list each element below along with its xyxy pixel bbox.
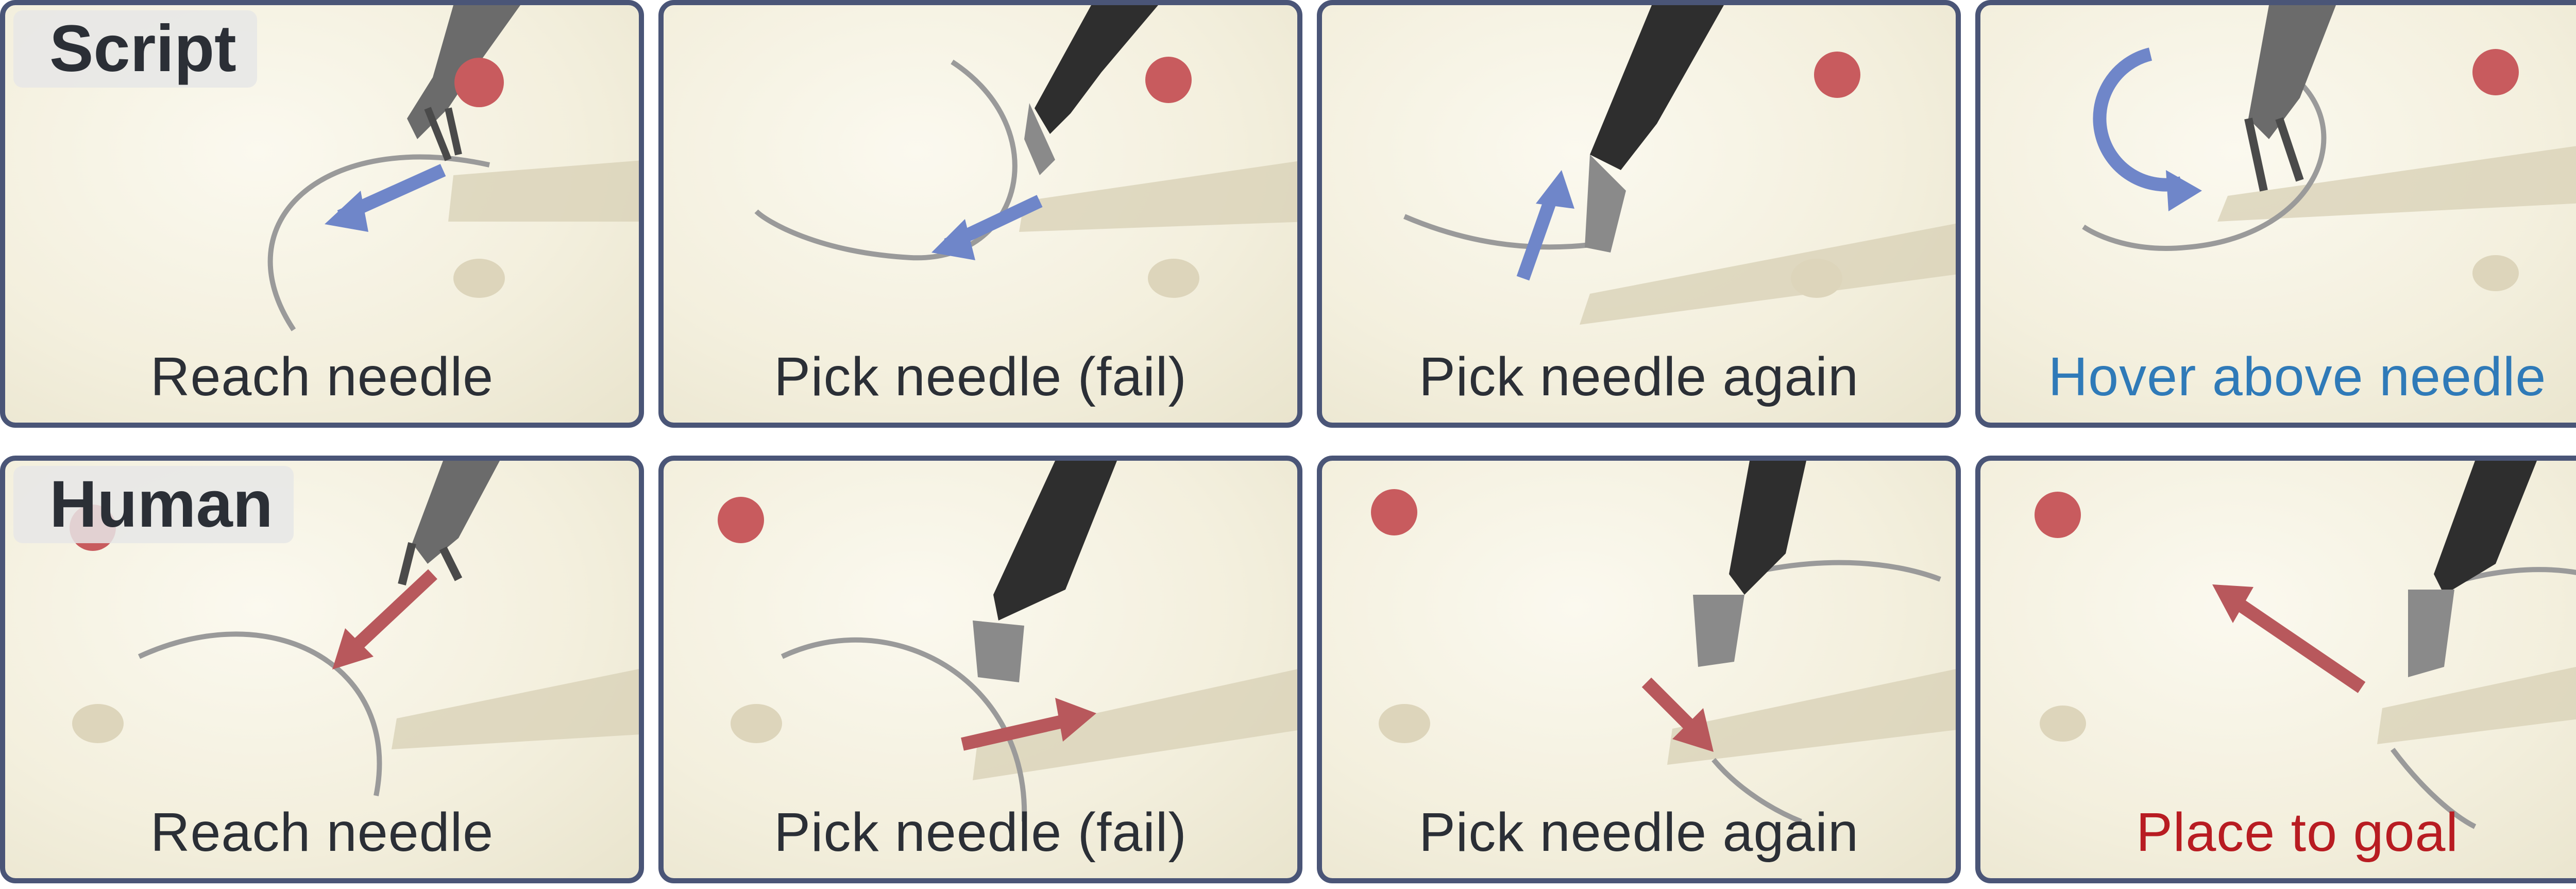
scene [2082, 5, 2576, 291]
motion-arrow-icon [1516, 188, 1561, 281]
motion-arrow-icon [346, 569, 437, 657]
row-label: Human [13, 466, 294, 543]
caption: Reach needle [150, 346, 494, 407]
panel-script-4: Hover above needle [1975, 0, 2576, 428]
robot-gripper-icon [2248, 5, 2336, 139]
scene [1371, 461, 1956, 824]
row-label: Script [13, 10, 257, 88]
goal-sphere-icon [718, 497, 764, 543]
panel-human-3: Pick needle again [1317, 456, 1961, 883]
caption: Pick needle again [1419, 802, 1859, 863]
robot-gripper-icon [1590, 5, 1724, 170]
goal-sphere-icon [2035, 492, 2081, 538]
needle-icon [138, 631, 382, 796]
rotation-arrow-icon [2093, 47, 2183, 192]
caption: Pick needle (fail) [774, 802, 1187, 863]
panel-human-4: Place to goal [1975, 456, 2576, 883]
motion-arrow-icon [961, 712, 1077, 751]
panel-script-3: Pick needle again [1317, 0, 1961, 428]
needle-icon [781, 637, 1027, 822]
motion-arrow-icon [2229, 594, 2366, 693]
panel-script-1: Script Reach needle [0, 0, 644, 428]
scene [754, 5, 1297, 298]
robot-gripper-icon [1035, 5, 1158, 134]
panel-human-1: Human Reach needle [0, 456, 644, 883]
robot-gripper-icon [412, 461, 500, 564]
caption: Pick needle (fail) [774, 346, 1187, 407]
caption: Place to goal [2136, 802, 2459, 863]
needle-icon [1403, 214, 1611, 250]
goal-sphere-icon [1814, 52, 1860, 98]
needle-icon [1711, 560, 1941, 824]
scene [267, 5, 639, 331]
goal-sphere-icon [1145, 57, 1192, 103]
robot-gripper-icon [993, 461, 1117, 620]
needle-icon [2082, 80, 2327, 251]
panel-script-2: Pick needle (fail) [658, 0, 1302, 428]
needle-icon [267, 154, 490, 331]
caption: Pick needle again [1419, 346, 1859, 407]
goal-sphere-icon [1371, 489, 1417, 535]
scene [718, 461, 1297, 822]
goal-sphere-icon [2472, 49, 2519, 95]
scene [2035, 461, 2576, 829]
caption: Hover above needle [2048, 346, 2547, 407]
scene [1403, 5, 1956, 325]
needle-icon [2391, 567, 2576, 829]
goal-sphere-icon [454, 58, 504, 107]
panel-human-2: Pick needle (fail) [658, 456, 1302, 883]
robot-gripper-icon [2434, 461, 2537, 595]
caption: Reach needle [150, 802, 494, 863]
robot-gripper-icon [1729, 461, 1806, 595]
